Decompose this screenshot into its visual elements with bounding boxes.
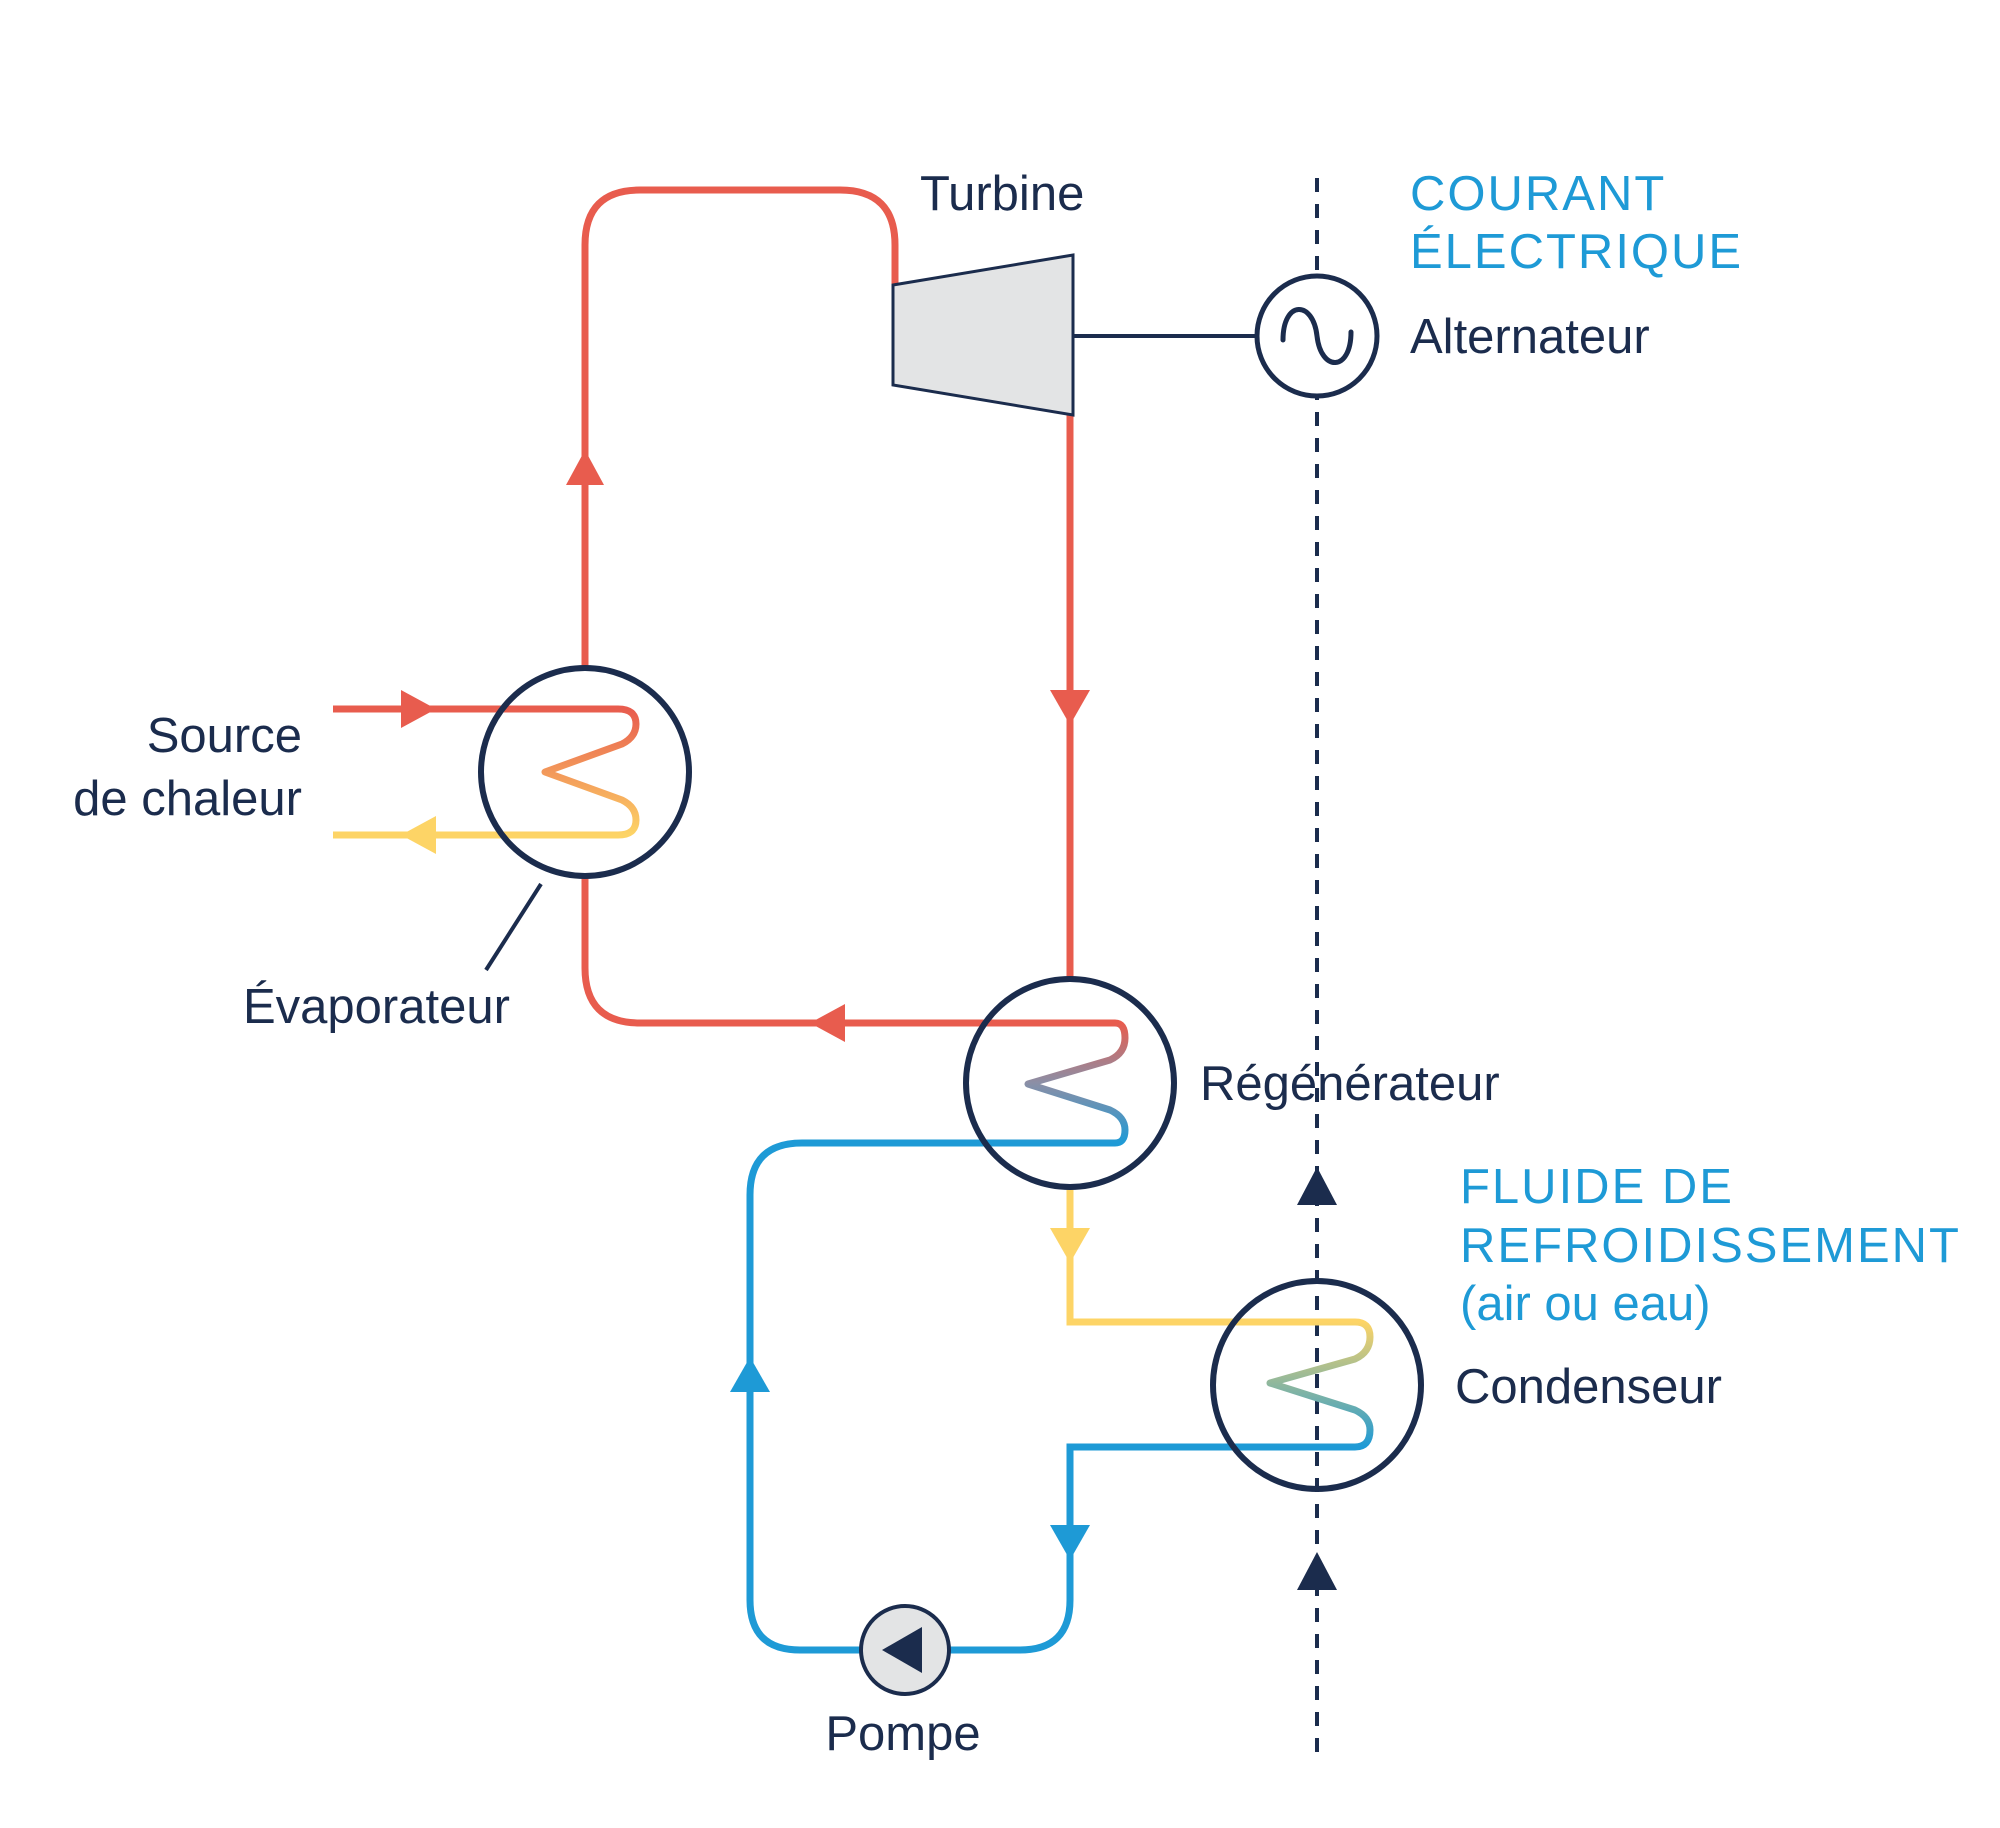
flow-arrow-down-icon: [1050, 1228, 1090, 1263]
regenerateur-label: Régénérateur: [1200, 1057, 1500, 1111]
pompe-label: Pompe: [825, 1707, 980, 1761]
evaporator-pointer-line: [484, 882, 543, 972]
flow-arrow-up-icon: [1297, 1552, 1337, 1590]
flow-arrow-down-icon: [1050, 690, 1090, 725]
source-label-line2: de chaleur: [73, 772, 302, 826]
condenseur-label: Condenseur: [1455, 1360, 1722, 1414]
fluide-label-line1: FLUIDE DE: [1460, 1160, 1734, 1214]
alternateur-label: Alternateur: [1410, 310, 1650, 364]
play-left-icon: [882, 1627, 922, 1673]
hot-pipe-evaporator-to-turbine: [581, 186, 899, 670]
flow-arrow-left-icon: [401, 816, 436, 854]
flow-arrow-right-icon: [401, 690, 436, 728]
evaporator-circle: [478, 665, 692, 879]
condenser-circle: [1210, 1278, 1424, 1492]
flow-arrow-down-icon: [1050, 1525, 1090, 1560]
warm-pipe-regenerator-to-condenser: [1066, 1188, 1313, 1326]
regenerator-circle: [963, 976, 1177, 1190]
turbine-label: Turbine: [920, 167, 1084, 221]
flow-arrow-left-icon: [810, 1004, 845, 1042]
flow-arrow-up-icon: [730, 1357, 770, 1392]
courant-label-line2: ÉLECTRIQUE: [1410, 225, 1743, 279]
cold-pipe-condenser-to-pump: [945, 1443, 1270, 1654]
condenser-coil: [1266, 1318, 1374, 1451]
hot-pipe-regenerator-to-evaporator: [581, 875, 1115, 1027]
courant-label-line1: COURANT: [1410, 167, 1666, 221]
fluide-label-line2: REFROIDISSEMENT: [1460, 1219, 1961, 1273]
flow-arrow-up-icon: [1297, 1167, 1337, 1205]
cold-pipe-pump-to-regenerator: [746, 1139, 1000, 1654]
source-label-line1: Source: [147, 709, 302, 763]
evaporateur-label: Évaporateur: [243, 980, 510, 1034]
turbine-shape: [891, 253, 1075, 417]
evaporator-coil: [480, 705, 640, 839]
sine-wave-icon: [1280, 307, 1354, 365]
regenerator-coil: [1000, 1019, 1129, 1147]
flow-arrow-up-icon: [566, 450, 604, 485]
fluide-label-line3: (air ou eau): [1460, 1277, 1711, 1331]
